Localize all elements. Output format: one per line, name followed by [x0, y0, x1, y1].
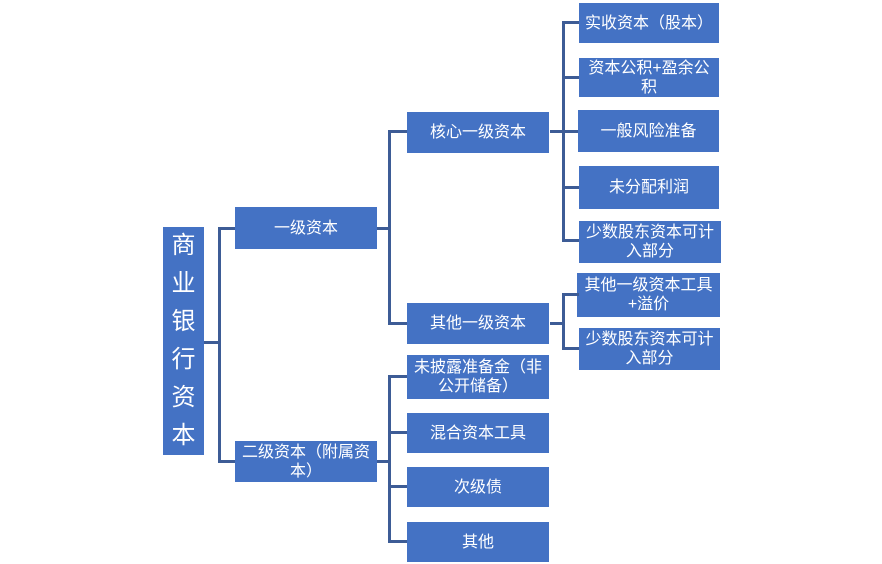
connector-core-tier1-stub [391, 130, 407, 133]
connector-undisclosed-stub [391, 375, 407, 378]
connector-other-stub [391, 540, 407, 543]
connector-root-out [204, 341, 220, 344]
connector-subordinated-stub [391, 485, 407, 488]
node-tier2-capital: 二级资本（附属资本） [235, 441, 377, 482]
connector-minority-other-stub [565, 347, 579, 350]
node-hybrid-capital-instruments: 混合资本工具 [407, 413, 549, 453]
connector-hybrid-stub [391, 431, 407, 434]
node-minority-shareholder-capital-core: 少数股东资本可计入部分 [579, 221, 721, 263]
node-commercial-bank-capital: 商业银行资本 [163, 227, 204, 455]
node-capital-reserve-surplus-reserve: 资本公积+盈余公积 [579, 58, 719, 97]
connector-core-tier1-out [550, 130, 563, 133]
connector-tier2-out [377, 460, 389, 463]
node-other: 其他 [407, 522, 549, 562]
connector-tier2-children-trunk [388, 375, 391, 543]
node-core-tier1-capital: 核心一级资本 [407, 112, 549, 153]
connector-other-tier1-stub [391, 322, 407, 325]
connector-tier2-stub [221, 460, 235, 463]
connector-minority-core-stub [565, 239, 579, 242]
connector-paid-in-stub [565, 21, 579, 24]
connector-level1-trunk [218, 227, 221, 463]
node-undisclosed-reserves: 未披露准备金（非公开储备） [407, 355, 549, 399]
node-subordinated-debt: 次级债 [407, 467, 549, 507]
connector-instruments-premium-stub [565, 293, 579, 296]
connector-core-children-trunk [562, 21, 565, 242]
node-paid-in-capital: 实收资本（股本） [579, 3, 719, 43]
node-undistributed-profit: 未分配利润 [579, 166, 719, 209]
connector-tier1-out [377, 227, 389, 230]
node-general-risk-reserve: 一般风险准备 [578, 110, 719, 152]
node-tier1-capital: 一级资本 [235, 207, 377, 249]
connector-undistributed-profit-stub [565, 186, 579, 189]
node-other-tier1-instruments-premium: 其他一级资本工具+溢价 [577, 273, 720, 317]
node-minority-shareholder-capital-other: 少数股东资本可计入部分 [579, 328, 720, 370]
node-other-tier1-capital: 其他一级资本 [407, 303, 549, 344]
connector-other-tier1-out [550, 322, 563, 325]
connector-other-children-trunk [562, 293, 565, 350]
connector-capital-reserve-stub [565, 76, 579, 79]
connector-tier1-stub [221, 227, 235, 230]
connector-tier1-children-trunk [388, 130, 391, 325]
connector-general-risk-stub [565, 130, 578, 133]
